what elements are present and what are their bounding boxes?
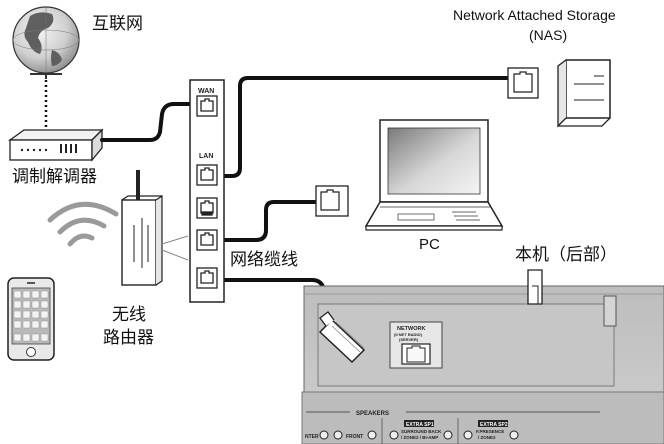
front-label: FRONT	[346, 434, 363, 440]
extra-sp2-badge: EXTRA SP2	[480, 422, 508, 428]
pc-label: PC	[419, 236, 440, 253]
lan-pc-cable	[212, 200, 320, 242]
unit-rear-label: 本机（后部）	[515, 245, 617, 265]
nas-icon	[507, 59, 611, 128]
unit-rear-panel	[301, 269, 664, 444]
speakers-title: SPEAKERS	[356, 411, 389, 417]
network-port-title: NETWORK	[397, 326, 425, 332]
modem-label: 调制解调器	[12, 167, 97, 187]
lan-port-2	[196, 197, 218, 219]
extra-sp1-badge: EXTRA SP1	[406, 422, 434, 428]
center-label: NTER	[305, 434, 319, 440]
pc-laptop-icon	[315, 119, 504, 231]
lan-port-3	[196, 229, 218, 251]
wireless-router-label-1: 无线	[112, 305, 146, 325]
surround-back-label: SURROUND BACK	[401, 429, 442, 434]
wan-port-label: WAN	[198, 88, 214, 95]
router-switch-icon: WAN LAN	[189, 79, 225, 303]
wan-port	[196, 95, 218, 117]
wireless-router-icon	[121, 170, 189, 286]
smartphone-icon	[7, 277, 55, 361]
network-port-sub1: (II NET RADIO)	[394, 332, 423, 337]
lan-port-label: LAN	[199, 153, 213, 160]
speakers-section: SPEAKERS NTER FRONT EXTRA SP1 SURROUND B…	[305, 411, 600, 444]
lan-port-4	[196, 267, 218, 289]
network-port-sub2: (SERVER)	[399, 337, 419, 342]
zone2-label: / ZONE2	[478, 435, 496, 440]
nas-label-2: (NAS)	[529, 27, 567, 43]
lan-port-1	[196, 164, 218, 186]
modem-icon	[7, 128, 104, 162]
router-ports	[196, 95, 218, 289]
nas-label-1: Network Attached Storage	[453, 7, 616, 23]
presence-label: F.PRESENCE	[476, 429, 504, 434]
internet-label: 互联网	[92, 14, 143, 34]
rj45-plug-icon	[318, 311, 366, 364]
zone-bi-amp-label: / ZONE2 / BI-AMP	[401, 435, 438, 440]
modem-wan-cable	[100, 102, 202, 142]
rear-network-port: NETWORK (II NET RADIO) (SERVER)	[389, 321, 443, 369]
wifi-waves-icon	[47, 201, 119, 247]
wireless-router-label-2: 路由器	[103, 328, 154, 348]
network-cable-label: 网络缆线	[230, 250, 298, 270]
globe-icon	[12, 6, 80, 79]
